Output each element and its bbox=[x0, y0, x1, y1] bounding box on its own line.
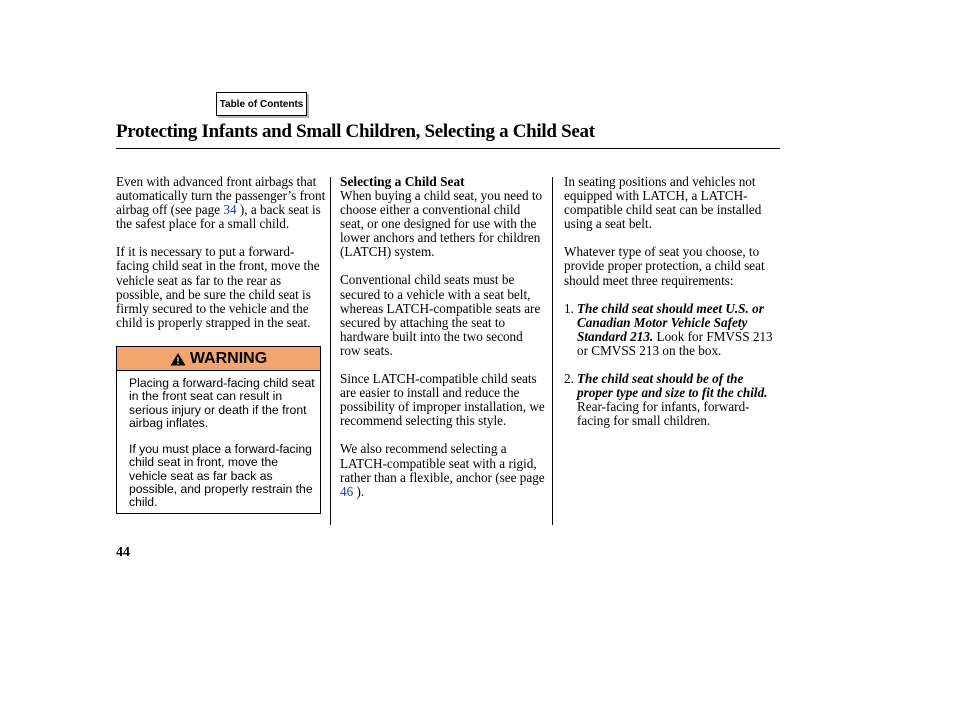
col3-paragraph-1: In seating positions and vehicles not eq… bbox=[564, 174, 762, 232]
page-46-link[interactable]: 46 bbox=[340, 483, 354, 499]
col2-paragraph-2: Conventional child seats must be secured… bbox=[340, 272, 541, 358]
col3-paragraph-2: Whatever type of seat you choose, to pro… bbox=[564, 244, 765, 288]
section-heading: Selecting a Child Seat bbox=[340, 174, 465, 189]
warning-paragraph-2: If you must place a forward-facing child… bbox=[129, 442, 313, 510]
page-34-link[interactable]: 34 bbox=[223, 202, 237, 218]
requirement-item-1: 1. The child seat should meet U.S. or Ca… bbox=[564, 300, 773, 358]
page-number: 44 bbox=[116, 545, 130, 560]
warning-triangle-icon bbox=[170, 352, 186, 365]
requirement-1-heading: The child seat should meet U.S. or Canad… bbox=[577, 300, 764, 344]
col2-paragraph-4: We also recommend selecting a LATCH-comp… bbox=[340, 441, 545, 499]
title-rule bbox=[116, 148, 780, 149]
column-3: In seating positions and vehicles not eq… bbox=[564, 174, 778, 428]
warning-paragraph-1: Placing a forward-facing child seat in t… bbox=[129, 376, 315, 430]
col1-paragraph-1: Even with advanced front airbags that au… bbox=[116, 174, 326, 232]
column-1: Even with advanced front airbags that au… bbox=[116, 174, 326, 330]
table-of-contents-button[interactable]: Table of Contents bbox=[216, 92, 307, 116]
column-divider-2 bbox=[552, 177, 553, 525]
warning-header: WARNING bbox=[117, 347, 320, 371]
page-title: Protecting Infants and Small Children, S… bbox=[116, 121, 595, 142]
column-2: Selecting a Child Seat When buying a chi… bbox=[340, 175, 546, 499]
warning-box: WARNING Placing a forward-facing child s… bbox=[116, 346, 321, 514]
warning-label: WARNING bbox=[189, 349, 268, 367]
col2-paragraph-3: Since LATCH-compatible child seats are e… bbox=[340, 371, 545, 429]
warning-text: Placing a forward-facing child seat in t… bbox=[129, 376, 315, 523]
requirement-2-heading: The child seat should be of the proper t… bbox=[577, 371, 768, 401]
requirement-item-2: 2. The child seat should be of the prope… bbox=[564, 371, 778, 428]
col2-paragraph-1: When buying a child seat, you need to ch… bbox=[340, 188, 543, 260]
col1-paragraph-2: If it is necessary to put a forward-faci… bbox=[116, 244, 320, 330]
column-divider-1 bbox=[330, 177, 331, 525]
